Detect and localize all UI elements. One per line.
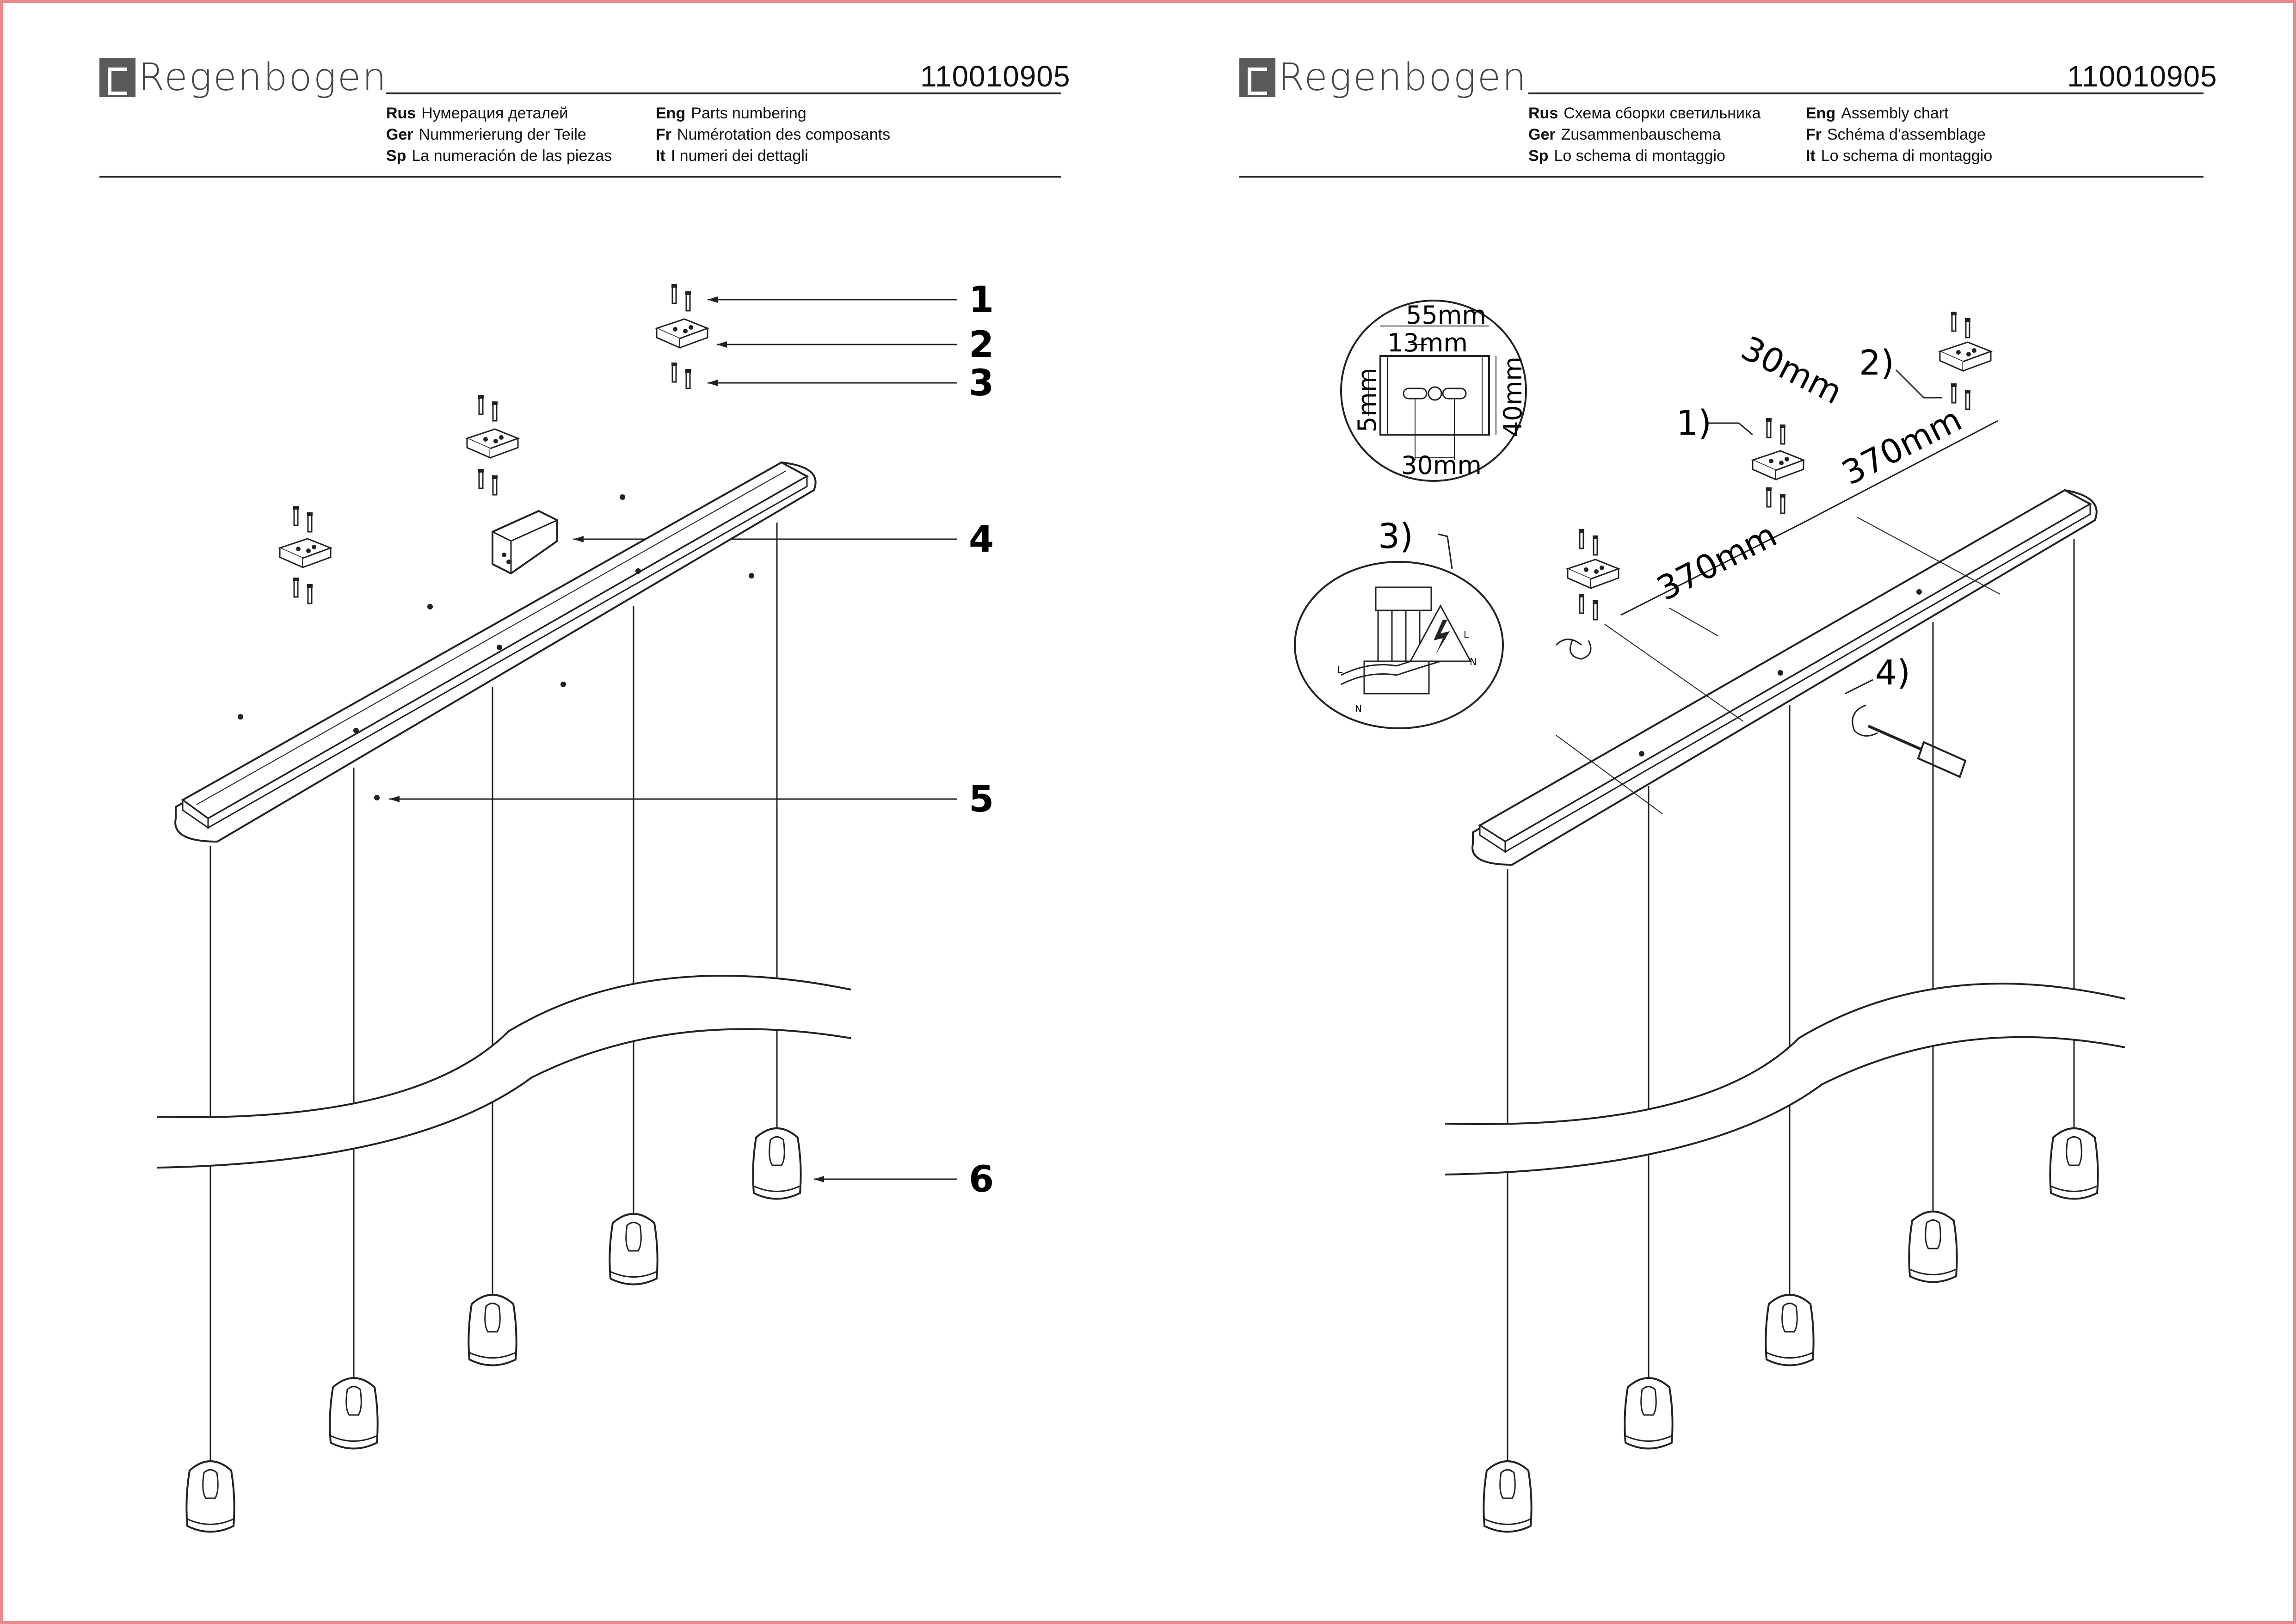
bracket-kit-a [466,394,519,496]
callout-5: 5 [969,779,994,820]
part-3-screws [671,362,692,389]
step-2-label: 2) [1859,343,1894,383]
mounting-plate-detail: 55mm 13mm 5mm 40mm 30mm [1340,300,1527,482]
callout-4: 4 [969,519,994,560]
dim-spacing-b: 370mm [1836,400,1968,492]
step-3-label: 3) [1378,517,1413,556]
part-5-screws [238,494,754,800]
bracket-kit-b [279,505,332,604]
part-6-shades [185,1127,802,1533]
part-4-terminal-box [492,510,558,575]
dim-plate-depth: 5mm [1353,368,1382,432]
header-rule-bottom [1239,176,2204,178]
step-1-label: 1) [1676,403,1711,443]
part-1-dowels [671,283,692,312]
wire-label-n1: N [1470,656,1477,667]
cable-break-wave [1445,983,2125,1175]
callout-1: 1 [969,279,994,321]
dim-hole-spacing: 30mm [1401,451,1482,480]
header-rule-top [1528,92,2204,94]
cable-break-wave [157,975,851,1169]
product-code: 110010905 [920,60,1071,93]
header-rule-top [386,92,1061,94]
callout-3: 3 [969,363,994,404]
dim-slot-length: 13mm [1387,328,1468,357]
lamp-shades [1483,1127,2099,1533]
assembly-chart-drawing: 55mm 13mm 5mm 40mm 30mm 1) 2) [1294,300,2125,1533]
step-4-label: 4) [1875,653,1910,693]
part-2-bracket [656,318,708,349]
brand-name: Regenbogen [138,55,388,99]
electric-hazard-icon [1434,620,1450,654]
logo-mark-icon [1239,58,1275,97]
screwdriver-icon [1917,741,1967,778]
wire-label-l1: L [1464,629,1469,640]
brand-logo: Regenbogen [99,55,388,99]
wire-label-n2: N [1355,703,1362,714]
dim-plate-width: 55mm [1406,301,1486,330]
brand-logo: Regenbogen [1239,55,1527,99]
step-4-screwdriver: 4) [1845,653,1967,778]
product-code: 110010905 [2067,60,2217,93]
brand-name: Regenbogen [1278,55,1528,99]
header-rule-bottom [99,176,1061,178]
callout-2: 2 [969,324,994,366]
step-3-wiring-detail: 3) L N L N [1294,517,1504,729]
dim-bracket-offset: 30mm [1735,328,1848,412]
center-bracket [1555,528,1619,660]
callout-6: 6 [969,1159,994,1200]
wire-label-l2: L [1337,664,1343,675]
step-1-bracket: 1) [1676,403,1804,514]
canopy-bar [174,461,817,843]
step-2-bracket: 2) [1859,311,1992,410]
dim-spacing-a: 370mm [1651,515,1783,608]
dim-plate-height: 40mm [1498,357,1527,437]
canopy-bar [1471,489,2098,866]
parts-numbering-drawing: 1 2 3 4 5 6 [157,279,994,1533]
logo-mark-icon [99,58,135,97]
